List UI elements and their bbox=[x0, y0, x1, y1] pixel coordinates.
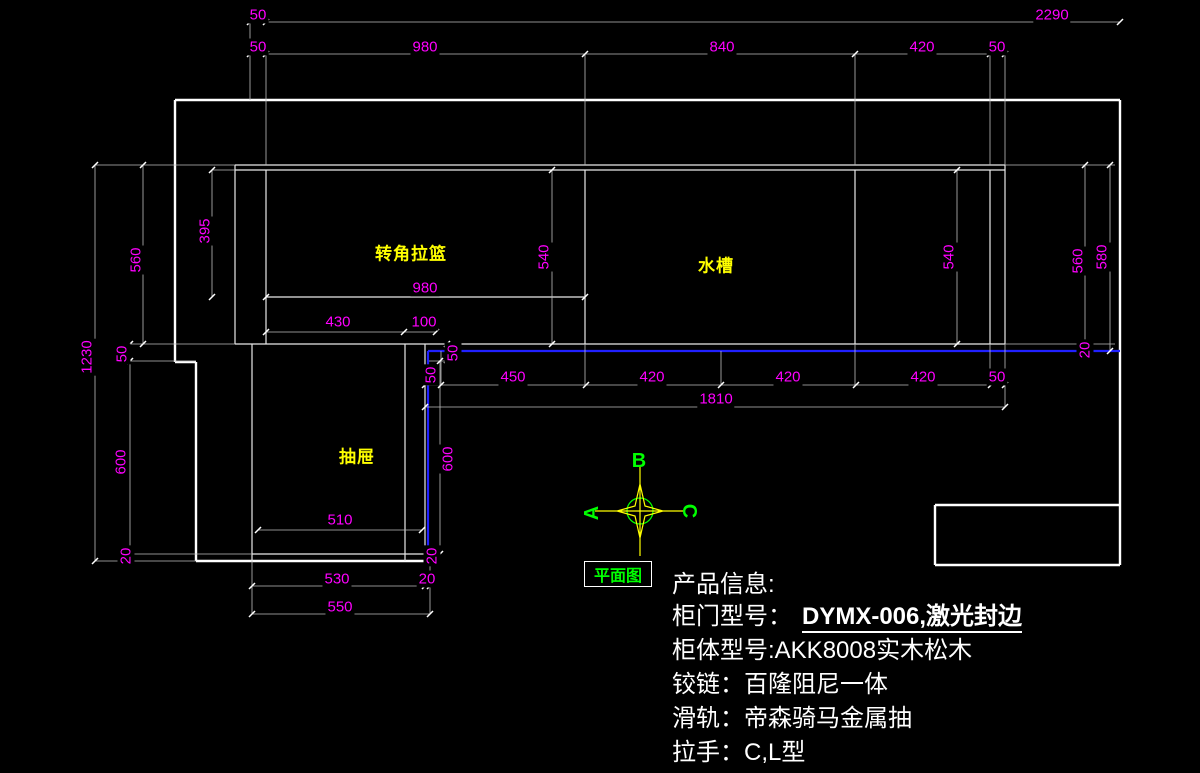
product-info-hinge: 铰链：百隆阻尼一体 bbox=[672, 671, 888, 698]
dimension-lines bbox=[94, 21, 1120, 615]
compass-star-icon bbox=[595, 466, 685, 556]
plan-title: 平面图 bbox=[584, 561, 652, 587]
door-model-label: 柜门型号： bbox=[672, 603, 792, 630]
compass-letter-top: B bbox=[631, 450, 647, 472]
dim-label: 540 bbox=[940, 242, 958, 272]
compass-letter-left: A bbox=[581, 505, 603, 521]
wall-lines bbox=[173, 98, 1122, 567]
dim-label: 550 bbox=[325, 598, 355, 616]
dim-label: 20 bbox=[416, 570, 438, 588]
dim-label: 100 bbox=[409, 313, 439, 331]
plan-title-text: 平面图 bbox=[593, 568, 642, 585]
dim-label: 600 bbox=[112, 447, 130, 477]
compass-letter-right: C bbox=[678, 503, 700, 519]
zone-label-corner-basket: 转角拉篮 bbox=[373, 239, 449, 265]
dim-label: 50 bbox=[113, 343, 131, 365]
dim-label: 560 bbox=[127, 245, 145, 275]
product-info-handle: 拉手：C,L型 bbox=[672, 739, 806, 766]
dim-label: 840 bbox=[707, 38, 737, 56]
dim-label: 540 bbox=[535, 242, 553, 272]
dim-label: 50 bbox=[444, 342, 462, 364]
product-info-door: 柜门型号： DYMX-006,激光封边 bbox=[672, 603, 1023, 633]
dim-label: 2290 bbox=[1033, 6, 1071, 24]
zone-label-drawer: 抽屉 bbox=[337, 442, 377, 468]
dim-label: 20 bbox=[423, 545, 441, 567]
dim-label: 530 bbox=[322, 570, 352, 588]
dim-label: 560 bbox=[1069, 246, 1087, 276]
dim-label: 50 bbox=[247, 38, 269, 56]
cabinet-lines bbox=[234, 164, 1006, 561]
dim-label: 420 bbox=[637, 368, 667, 386]
dim-label: 510 bbox=[325, 511, 355, 529]
dim-label: 20 bbox=[1076, 339, 1094, 361]
zone-label-sink: 水槽 bbox=[696, 251, 736, 277]
dim-label: 420 bbox=[908, 368, 938, 386]
tick-marks bbox=[91, 18, 1124, 618]
dim-label: 395 bbox=[196, 216, 214, 246]
dim-label: 20 bbox=[117, 545, 135, 567]
dim-label: 1810 bbox=[697, 390, 735, 408]
dim-label: 50 bbox=[422, 364, 440, 386]
product-info-heading: 产品信息: bbox=[672, 571, 775, 598]
dim-label: 430 bbox=[323, 313, 353, 331]
product-info-body: 柜体型号:AKK8008实木松木 bbox=[672, 637, 973, 664]
dim-label: 1230 bbox=[78, 338, 96, 376]
dim-label: 50 bbox=[247, 6, 269, 24]
product-info-slide: 滑轨：帝森骑马金属抽 bbox=[672, 705, 912, 732]
dim-label: 450 bbox=[498, 368, 528, 386]
door-model-value: DYMX-006,激光封边 bbox=[802, 603, 1023, 633]
dim-label: 420 bbox=[907, 38, 937, 56]
dim-label: 50 bbox=[986, 38, 1008, 56]
dim-label: 600 bbox=[439, 444, 457, 474]
dim-label: 50 bbox=[986, 368, 1008, 386]
dim-label: 420 bbox=[773, 368, 803, 386]
dim-label: 580 bbox=[1093, 242, 1111, 272]
dim-label: 980 bbox=[410, 279, 440, 297]
dim-label: 980 bbox=[410, 38, 440, 56]
